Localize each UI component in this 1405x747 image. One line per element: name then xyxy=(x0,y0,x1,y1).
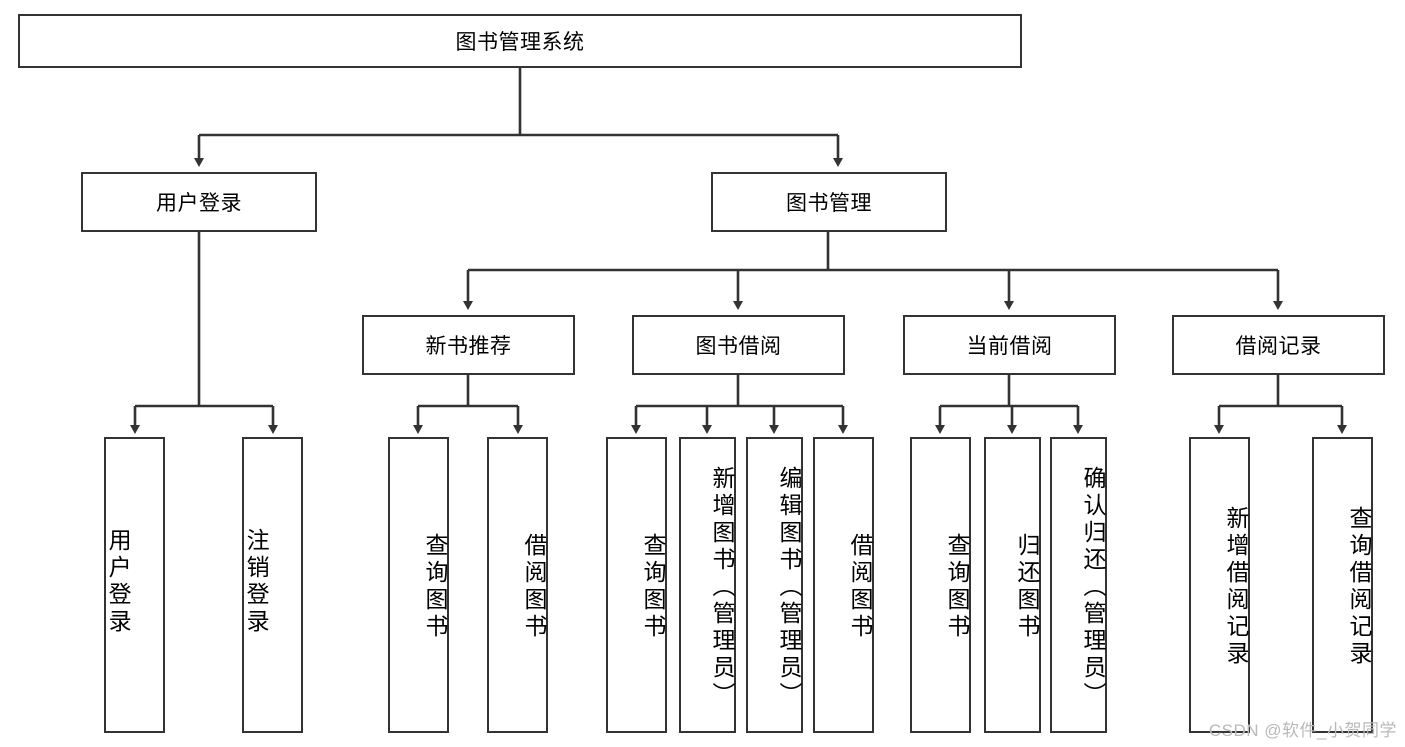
leaf-node[interactable]: 新增图书（管理员） xyxy=(679,437,736,733)
leaf-node[interactable]: 查询图书 xyxy=(388,437,449,733)
node-label: 借阅图书 xyxy=(847,533,873,641)
node-label: 借阅图书 xyxy=(521,533,547,641)
node-label: 用户登录 xyxy=(105,528,132,636)
node-label: 查询图书 xyxy=(640,533,666,641)
node-label: 当前借阅 xyxy=(966,335,1053,358)
node-label: 图书管理系统 xyxy=(455,31,585,54)
node-book-borrow[interactable]: 图书借阅 xyxy=(632,315,845,375)
leaf-node[interactable]: 确认归还（管理员） xyxy=(1050,437,1107,733)
watermark-credit: CSDN @软件_小贺同学 xyxy=(1208,721,1397,740)
node-label: 查询图书 xyxy=(422,533,448,641)
node-label: 用户登录 xyxy=(156,192,242,215)
node-new-book-recommend[interactable]: 新书推荐 xyxy=(362,315,575,375)
node-root[interactable]: 图书管理系统 xyxy=(18,14,1022,68)
leaf-node[interactable]: 归还图书 xyxy=(984,437,1041,733)
leaf-node[interactable]: 借阅图书 xyxy=(813,437,874,733)
leaf-node[interactable]: 查询借阅记录 xyxy=(1312,437,1373,733)
node-label: 新增图书（管理员） xyxy=(709,465,735,709)
leaf-node[interactable]: 注销登录 xyxy=(242,437,303,733)
node-label: 新增借阅记录 xyxy=(1223,506,1249,668)
node-label: 查询借阅记录 xyxy=(1346,506,1372,668)
node-book-management[interactable]: 图书管理 xyxy=(711,172,947,232)
leaf-node[interactable]: 用户登录 xyxy=(104,437,165,733)
node-current-borrow[interactable]: 当前借阅 xyxy=(903,315,1116,375)
node-label: 编辑图书（管理员） xyxy=(776,465,802,709)
node-label: 新书推荐 xyxy=(425,335,512,358)
node-label: 借阅记录 xyxy=(1235,335,1322,358)
node-user-login[interactable]: 用户登录 xyxy=(81,172,317,232)
node-borrow-records[interactable]: 借阅记录 xyxy=(1172,315,1385,375)
node-label: 查询图书 xyxy=(944,533,970,641)
leaf-node[interactable]: 查询图书 xyxy=(606,437,667,733)
leaf-node[interactable]: 查询图书 xyxy=(910,437,971,733)
leaf-node[interactable]: 新增借阅记录 xyxy=(1189,437,1250,733)
node-label: 图书借阅 xyxy=(695,335,782,358)
leaf-node[interactable]: 编辑图书（管理员） xyxy=(746,437,803,733)
node-label: 归还图书 xyxy=(1014,533,1040,641)
node-label: 确认归还（管理员） xyxy=(1080,465,1106,709)
node-label: 图书管理 xyxy=(786,192,872,215)
leaf-node[interactable]: 借阅图书 xyxy=(487,437,548,733)
node-label: 注销登录 xyxy=(243,528,270,636)
